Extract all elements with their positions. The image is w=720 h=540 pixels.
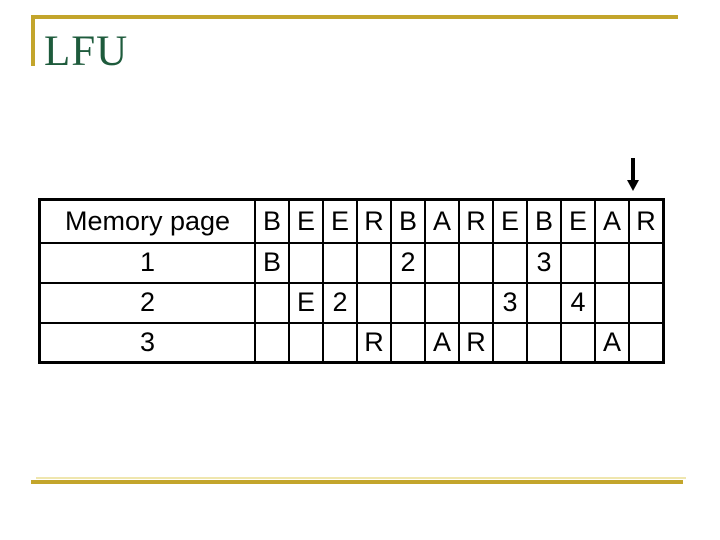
frame-cell-r2-c5: A	[424, 321, 460, 364]
frame-cell-r2-c4	[390, 321, 426, 364]
frame-cell-r1-c6	[458, 281, 494, 324]
ref-letter-cell-2: E	[322, 198, 358, 244]
left-border-line	[31, 15, 35, 66]
frame-cell-r2-c2	[322, 321, 358, 364]
ref-letter-cell-11: R	[628, 198, 665, 244]
frame-cell-r1-c1: E	[288, 281, 324, 324]
frame-cell-r0-c7	[492, 241, 528, 284]
frame-cell-r1-c8	[526, 281, 562, 324]
frame-cell-r0-c9	[560, 241, 596, 284]
row-label: 1	[38, 241, 256, 284]
frame-cell-r1-c10	[594, 281, 630, 324]
frame-cell-r0-c2	[322, 241, 358, 284]
frame-cell-r0-c10	[594, 241, 630, 284]
frame-cell-r2-c11	[628, 321, 665, 364]
bottom-border-line	[31, 480, 683, 484]
ref-letter-cell-4: B	[390, 198, 426, 244]
frame-cell-r2-c6: R	[458, 321, 494, 364]
ref-letter-cell-0: B	[254, 198, 290, 244]
frame-cell-r2-c9	[560, 321, 596, 364]
frame-cell-r2-c8	[526, 321, 562, 364]
frame-cell-r0-c3	[356, 241, 392, 284]
frame-cell-r0-c0: B	[254, 241, 290, 284]
frame-cell-r1-c5	[424, 281, 460, 324]
ref-letter-cell-6: R	[458, 198, 494, 244]
frame-cell-r0-c1	[288, 241, 324, 284]
header-label: Memory page	[38, 198, 256, 244]
ref-letter-cell-1: E	[288, 198, 324, 244]
frame-cell-r2-c1	[288, 321, 324, 364]
frame-cell-r0-c8: 3	[526, 241, 562, 284]
frame-cell-r0-c11	[628, 241, 665, 284]
down-arrow-icon	[627, 158, 639, 191]
frame-cell-r1-c11	[628, 281, 665, 324]
frame-cell-r1-c3	[356, 281, 392, 324]
ref-letter-cell-9: E	[560, 198, 596, 244]
frame-cell-r2-c0	[254, 321, 290, 364]
top-border-line	[31, 15, 678, 19]
ref-letter-cell-3: R	[356, 198, 392, 244]
ref-letter-cell-7: E	[492, 198, 528, 244]
frame-cell-r1-c4	[390, 281, 426, 324]
row-label: 2	[38, 281, 256, 324]
frame-cell-r2-c7	[492, 321, 528, 364]
ref-letter-cell-8: B	[526, 198, 562, 244]
frame-cell-r2-c10: A	[594, 321, 630, 364]
frame-cell-r1-c2: 2	[322, 281, 358, 324]
frame-cell-r0-c6	[458, 241, 494, 284]
page-title: LFU	[44, 28, 129, 75]
frame-cell-r1-c0	[254, 281, 290, 324]
row-label: 3	[38, 321, 256, 364]
ref-letter-cell-10: A	[594, 198, 630, 244]
frame-cell-r1-c9: 4	[560, 281, 596, 324]
frame-cell-r0-c4: 2	[390, 241, 426, 284]
bottom-border-line-light	[36, 477, 686, 479]
ref-letter-cell-5: A	[424, 198, 460, 244]
frame-cell-r2-c3: R	[356, 321, 392, 364]
frame-cell-r0-c5	[424, 241, 460, 284]
frame-cell-r1-c7: 3	[492, 281, 528, 324]
